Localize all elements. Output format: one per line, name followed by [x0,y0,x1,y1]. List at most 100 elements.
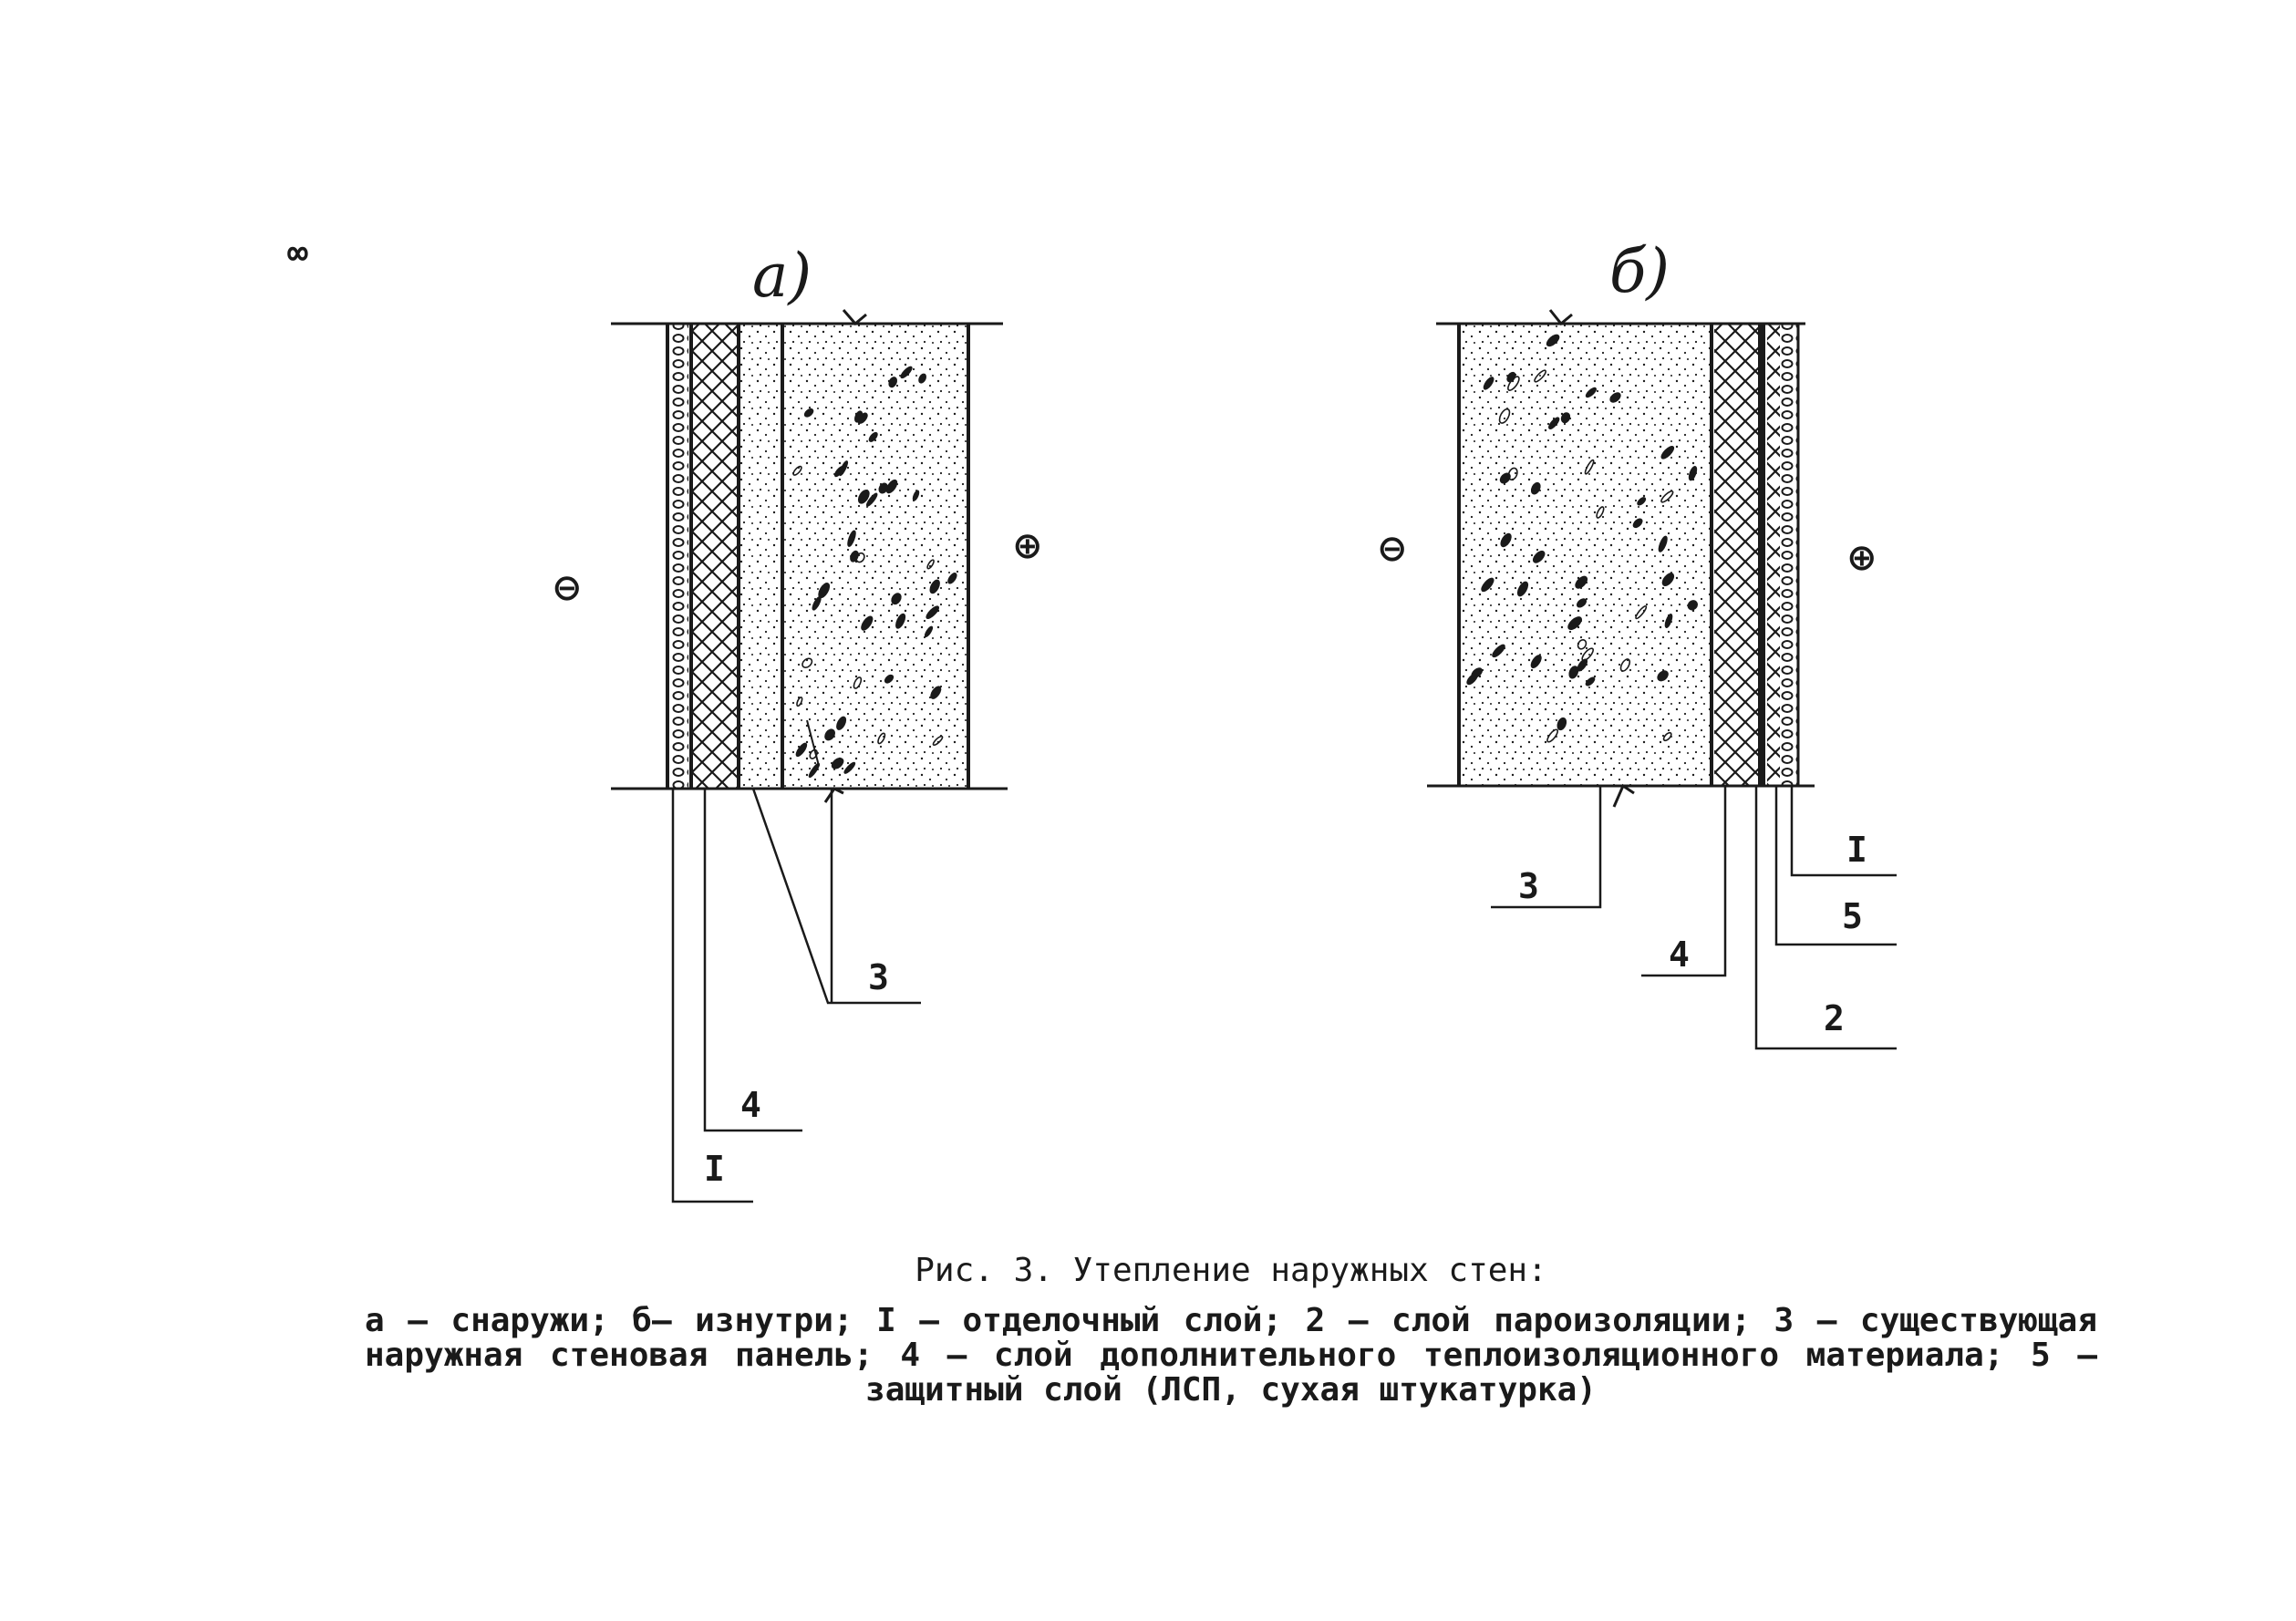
page-mark: ∞ [287,232,308,273]
aggregate-speck [792,465,802,476]
aggregate-speck [1530,655,1542,669]
aggregate-speck [1619,658,1631,672]
aggregate-speck [1635,604,1648,620]
aggregate-speck [803,408,814,418]
aggregate-speck [918,373,926,384]
aggregate-speck [895,613,906,629]
aggregate-speck [1481,577,1494,593]
aggregate-speck [1585,387,1597,398]
aggregate-speck [1567,616,1582,631]
aggregate-speck [1557,717,1567,731]
panel-b-diagram: б) ⊖ ⊕ 3 4 I 5 2 [1377,236,1897,1050]
aggregate-speck [885,479,898,494]
aggregate-speck [1532,550,1546,563]
aggregate-speck [1507,467,1518,480]
aggregate-speck [861,615,874,631]
aggregate-speck [1609,392,1621,403]
panel-a-existing-panel [784,324,967,789]
panel-a-label-4: 4 [740,1085,761,1125]
aggregate-speck [900,366,913,379]
aggregate-speck [924,625,934,637]
aggregate-speck [1530,481,1541,495]
aggregate-speck [1492,644,1505,658]
aggregate-speck [824,728,835,741]
aggregate-speck [865,492,878,507]
aggregate-speck [1660,490,1674,503]
panel-b-finish-layer [1781,324,1797,786]
aggregate-speck [1596,506,1605,519]
aggregate-speck [1575,575,1588,589]
aggregate-speck [1637,497,1647,506]
aggregate-speck [932,735,944,746]
aggregate-speck [843,761,856,774]
panel-b-title: б) [1609,236,1670,306]
aggregate-speck [857,412,868,424]
aggregate-speck [855,552,865,563]
aggregate-speck [1584,459,1595,475]
panel-b-label-1: I [1846,830,1867,870]
aggregate-speck [891,593,902,605]
aggregate-speck [1499,472,1511,484]
panel-a-inside-sign: ⊕ [1012,525,1043,567]
aggregate-speck [878,482,888,494]
aggregate-speck [853,676,863,689]
aggregate-speck [1560,412,1571,424]
aggregate-speck [1568,666,1579,679]
aggregate-speck [877,732,886,745]
aggregate-speck [857,489,870,504]
aggregate-speck [1687,600,1698,611]
panel-a-finish-layer [670,324,688,789]
aggregate-speck [847,530,856,547]
aggregate-speck [1576,598,1588,608]
aggregate-speck [1664,614,1673,628]
aggregate-speck [926,605,940,620]
panel-b-insulation-layer [1714,324,1760,786]
aggregate-speck [831,757,844,769]
aggregate-speck [888,377,898,388]
figure-caption-text: а – снаружи; б– изнутри; I – отделочный … [365,1302,2097,1409]
panel-a-label-1: I [704,1149,725,1189]
panel-b-label-5: 5 [1842,896,1863,936]
aggregate-speck [802,657,813,668]
panel-b-vapor-barrier [1760,324,1765,786]
aggregate-speck [1546,334,1560,347]
aggregate-speck [868,431,878,442]
aggregate-speck [929,579,940,594]
aggregate-speck [1657,670,1669,682]
aggregate-speck [1585,676,1596,687]
aggregate-speck [1658,535,1668,552]
aggregate-speck [1661,573,1675,587]
panel-a-label-3: 3 [868,957,889,997]
aggregate-speck [796,697,803,707]
panel-a-insulation-layer [693,324,739,789]
panel-a-title: а) [752,241,812,311]
figure-caption-title: Рис. 3. Утепление наружных стен: [915,1252,1547,1289]
panel-b-inside-sign: ⊕ [1846,537,1877,579]
aggregate-speck [1516,581,1529,597]
aggregate-speck [884,674,895,684]
panel-b-protective-layer [1767,324,1780,786]
panel-a-air-gap-layer [739,324,780,789]
aggregate-speck [930,686,942,699]
aggregate-speck [1483,377,1494,390]
panel-b-label-2: 2 [1824,998,1845,1038]
aggregate-speck [833,466,844,478]
aggregate-speck [912,490,920,501]
aggregate-speck [1548,417,1560,429]
aggregate-speck [1546,728,1559,743]
aggregate-speck [926,559,935,570]
panel-b-existing-panel [1459,324,1710,786]
panel-b-aggregate [1466,334,1698,743]
aggregate-speck [1581,647,1594,662]
panel-b-label-4: 4 [1669,934,1690,975]
aggregate-speck [1534,369,1546,383]
aggregate-speck [1688,465,1698,481]
aggregate-speck [795,742,808,758]
panel-a-diagram: а) ⊖ ⊕ I 4 3 [552,241,1043,1203]
aggregate-speck [836,716,847,730]
aggregate-speck [1660,445,1675,459]
panel-a-outside-sign: ⊖ [552,567,583,609]
aggregate-speck [1498,408,1511,424]
aggregate-speck [1632,518,1643,529]
